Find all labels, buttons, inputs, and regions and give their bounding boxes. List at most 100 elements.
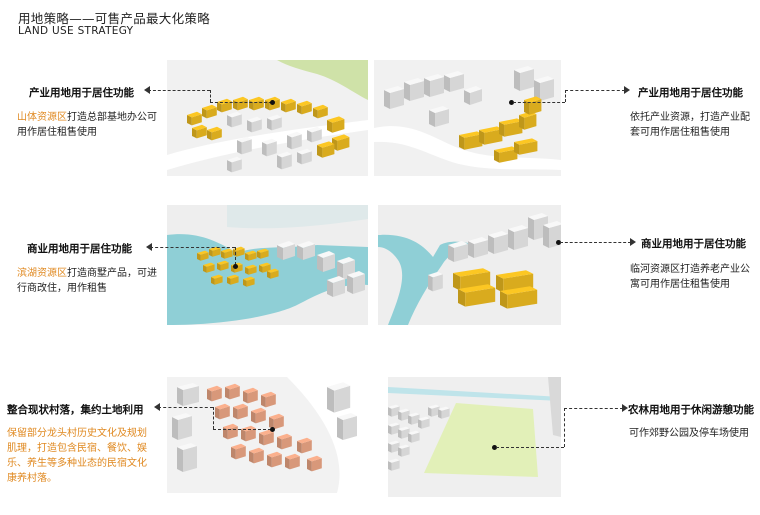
- yellow-building: [459, 131, 483, 150]
- yellow-building: [217, 260, 229, 271]
- leader-line-2a: [513, 102, 565, 103]
- grey-building: [277, 241, 295, 260]
- leader-line-6b: [564, 408, 565, 447]
- arrow-head-2: [624, 86, 630, 94]
- salmon-building: [285, 453, 300, 470]
- grey-building: [388, 458, 400, 471]
- grey-building: [424, 74, 444, 97]
- grey-building: [388, 422, 400, 435]
- yellow-building: [458, 284, 496, 307]
- leader-line-4: [560, 242, 631, 243]
- yellow-building: [227, 274, 239, 285]
- leader-dot-4: [556, 240, 561, 245]
- grey-building: [514, 66, 534, 91]
- leader-line-6a: [496, 447, 564, 448]
- yellow-building: [519, 111, 537, 130]
- leader-line-1: [148, 90, 210, 91]
- grey-building: [172, 413, 192, 440]
- grey-building: [337, 413, 357, 440]
- grey-building: [347, 271, 365, 294]
- yellow-building: [313, 104, 328, 119]
- yellow-building: [281, 98, 296, 113]
- panel-farmland: [388, 377, 561, 497]
- yellow-building: [317, 141, 335, 158]
- annotation-2-heading: 产业用地用于居住功能: [638, 87, 743, 99]
- yellow-building: [494, 146, 518, 163]
- salmon-building: [225, 383, 240, 400]
- annotation-5-body: 保留部分龙头村历史文化及规划肌理，打造包含民宿、餐饮、娱乐、养生等多种业态的民宿…: [7, 428, 147, 484]
- yellow-building: [203, 262, 215, 273]
- yellow-building: [499, 118, 523, 137]
- yellow-building: [249, 96, 264, 111]
- annotation-1-text: 打造总部基地办公可用作居住租售使用: [17, 112, 157, 138]
- farmland-illustration: [388, 377, 561, 477]
- annotation-1-highlight: 山体资源区: [17, 112, 67, 123]
- annotation-2-body: 依托产业资源，打造产业配套可用作居住租售使用: [630, 112, 750, 138]
- leader-dot-2: [509, 100, 514, 105]
- annotation-4-body: 临河资源区打造养老产业公寓可用作居住租售使用: [630, 264, 750, 290]
- salmon-building: [249, 447, 264, 464]
- grey-building: [262, 138, 277, 157]
- yellow-building: [245, 264, 257, 275]
- salmon-building: [261, 391, 276, 408]
- yellow-building: [202, 104, 217, 119]
- arrow-head-5: [154, 403, 160, 411]
- arrow-head-1: [144, 86, 150, 94]
- leader-line-5: [158, 407, 213, 408]
- panel-industrial-mountain: [167, 60, 368, 176]
- grey-building: [398, 426, 410, 439]
- yellow-building: [197, 250, 209, 261]
- salmon-building: [207, 385, 222, 402]
- yellow-building: [192, 124, 207, 139]
- salmon-building: [267, 451, 282, 468]
- annotation-5-heading: 整合现状村落，集约土地利用: [7, 404, 144, 416]
- salmon-building: [241, 425, 256, 442]
- grey-building: [428, 271, 443, 292]
- leader-dot-3: [233, 264, 238, 269]
- salmon-building: [269, 413, 284, 430]
- grey-building: [534, 76, 554, 101]
- grey-building: [277, 151, 292, 170]
- grey-building: [297, 148, 312, 165]
- grey-building: [488, 231, 508, 254]
- grey-building: [418, 416, 430, 429]
- salmon-building: [231, 443, 246, 460]
- grey-building: [327, 276, 345, 297]
- yellow-building: [217, 98, 232, 113]
- yellow-building: [500, 286, 538, 309]
- leader-dot-1: [270, 100, 275, 105]
- annotation-1-heading: 产业用地用于居住功能: [29, 87, 134, 99]
- grey-building: [177, 443, 197, 472]
- grey-building: [464, 86, 482, 105]
- arrow-head-4: [630, 238, 636, 246]
- annotation-6-body: 可作郊野公园及停车场使用: [629, 428, 749, 439]
- panel-industrial-river: [374, 60, 561, 176]
- yellow-building: [221, 248, 233, 259]
- salmon-building: [243, 387, 258, 404]
- salmon-building: [297, 437, 312, 454]
- page-subtitle: LAND USE STRATEGY: [18, 25, 134, 37]
- annotation-3-heading: 商业用地用于居住功能: [27, 243, 132, 255]
- salmon-building: [223, 423, 238, 440]
- leader-dot-5: [270, 427, 275, 432]
- page-title: 用地策略——可售产品最大化策略: [18, 11, 211, 26]
- yellow-building: [267, 268, 279, 279]
- leader-line-5c: [213, 429, 271, 430]
- leader-dot-6: [492, 445, 497, 450]
- yellow-building: [243, 276, 255, 287]
- yellow-building: [233, 96, 248, 111]
- leader-line-2c: [565, 90, 625, 91]
- leader-line-2b: [565, 90, 566, 102]
- grey-building: [398, 444, 410, 457]
- grey-building: [408, 412, 420, 425]
- yellow-building: [524, 96, 542, 115]
- grey-building: [297, 241, 315, 260]
- grey-building: [404, 78, 424, 101]
- grey-building: [317, 251, 335, 272]
- leader-line-1b: [210, 90, 211, 102]
- grey-building: [384, 86, 404, 109]
- grey-building: [468, 237, 488, 258]
- industrial-river-illustration: [374, 66, 561, 170]
- grey-building: [408, 430, 420, 443]
- commercial-river-illustration: [378, 213, 561, 325]
